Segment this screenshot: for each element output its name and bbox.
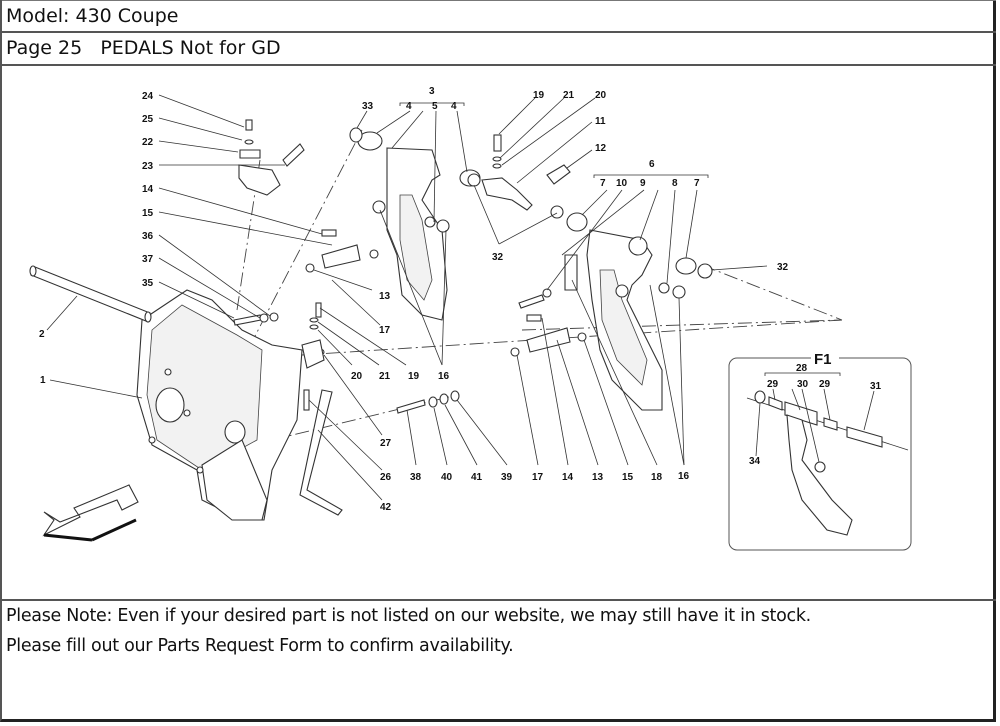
callout-15b[interactable]: 15 (622, 472, 634, 483)
axis-line (701, 264, 843, 321)
axis-line (271, 394, 458, 441)
callout-9[interactable]: 9 (640, 178, 646, 189)
callout-5[interactable]: 5 (432, 101, 438, 112)
support-rod (29, 265, 152, 323)
callout-13b[interactable]: 13 (592, 472, 604, 483)
callout-27[interactable]: 27 (380, 438, 392, 449)
callout-3[interactable]: 3 (429, 86, 435, 97)
callout-32b[interactable]: 32 (777, 262, 789, 273)
switch-bracket (238, 119, 305, 196)
exploded-view-svg: 24 25 22 23 14 15 36 37 35 2 1 33 3 4 5 … (29, 86, 912, 551)
callout-8[interactable]: 8 (672, 178, 678, 189)
callout-26[interactable]: 26 (380, 472, 392, 483)
callout-21b[interactable]: 21 (379, 371, 391, 382)
callout-41[interactable]: 41 (471, 472, 483, 483)
callout-labels: 24 25 22 23 14 15 36 37 35 2 1 33 3 4 5 … (39, 86, 789, 513)
callout-16b[interactable]: 16 (678, 471, 690, 482)
clutch-pedal-assembly (349, 127, 481, 321)
leader-lines (46, 94, 768, 501)
callout-22[interactable]: 22 (142, 137, 154, 148)
callout-12[interactable]: 12 (595, 143, 607, 154)
callout-37[interactable]: 37 (142, 254, 154, 265)
callout-7a[interactable]: 7 (600, 178, 606, 189)
callout-40[interactable]: 40 (441, 472, 453, 483)
callout-25[interactable]: 25 (142, 114, 154, 125)
axis-line (301, 319, 843, 356)
axis-line (521, 319, 843, 331)
callout-30[interactable]: 30 (797, 379, 809, 390)
callout-36[interactable]: 36 (142, 231, 154, 242)
note-line-2: Please fill out our Parts Request Form t… (6, 636, 514, 656)
callout-42[interactable]: 42 (380, 502, 392, 513)
callout-14[interactable]: 14 (142, 184, 154, 195)
callout-7b[interactable]: 7 (694, 178, 700, 189)
callout-32a[interactable]: 32 (492, 252, 504, 263)
note-line-1: Please Note: Even if your desired part i… (6, 606, 811, 626)
page-title: Page 25 PEDALS Not for GD (2, 33, 996, 66)
small-hardware (233, 302, 460, 516)
callout-11[interactable]: 11 (595, 116, 606, 127)
callout-23[interactable]: 23 (142, 161, 154, 172)
callout-4a[interactable]: 4 (406, 101, 412, 112)
availability-note: Please Note: Even if your desired part i… (2, 601, 996, 719)
clutch-switch-lever (481, 134, 571, 219)
callout-2[interactable]: 2 (39, 329, 45, 340)
callout-24[interactable]: 24 (142, 91, 154, 102)
callout-15[interactable]: 15 (142, 208, 154, 219)
callout-38[interactable]: 38 (410, 472, 422, 483)
callout-6[interactable]: 6 (649, 159, 655, 170)
brake-pedal-assembly (518, 212, 713, 411)
callout-17b[interactable]: 17 (532, 472, 544, 483)
callout-29a[interactable]: 29 (767, 379, 779, 390)
model-title: Model: 430 Coupe (2, 0, 996, 33)
front-direction-arrow (42, 484, 139, 542)
callout-19a[interactable]: 19 (533, 90, 545, 101)
callout-4b[interactable]: 4 (451, 101, 457, 112)
callout-31[interactable]: 31 (870, 381, 882, 392)
stop-brackets (305, 229, 587, 357)
parts-diagram: 24 25 22 23 14 15 36 37 35 2 1 33 3 4 5 … (2, 66, 996, 601)
callout-10[interactable]: 10 (616, 178, 628, 189)
callout-14b[interactable]: 14 (562, 472, 574, 483)
callout-33[interactable]: 33 (362, 101, 374, 112)
callout-16a[interactable]: 16 (438, 371, 450, 382)
callout-39[interactable]: 39 (501, 472, 513, 483)
callout-28[interactable]: 28 (796, 363, 808, 374)
callout-20a[interactable]: 20 (595, 90, 607, 101)
callout-29b[interactable]: 29 (819, 379, 831, 390)
callout-13a[interactable]: 13 (379, 291, 391, 302)
callout-19b[interactable]: 19 (408, 371, 420, 382)
f1-label: F1 (814, 351, 832, 368)
callout-35[interactable]: 35 (142, 278, 154, 289)
callout-20b[interactable]: 20 (351, 371, 363, 382)
pedal-box-bracket (136, 289, 303, 521)
f1-detail-box: F1 28 29 30 29 31 34 (728, 350, 912, 551)
callout-17a[interactable]: 17 (379, 325, 391, 336)
callout-1[interactable]: 1 (40, 375, 46, 386)
callout-18[interactable]: 18 (651, 472, 663, 483)
callout-21a[interactable]: 21 (563, 90, 575, 101)
callout-34[interactable]: 34 (749, 456, 761, 467)
